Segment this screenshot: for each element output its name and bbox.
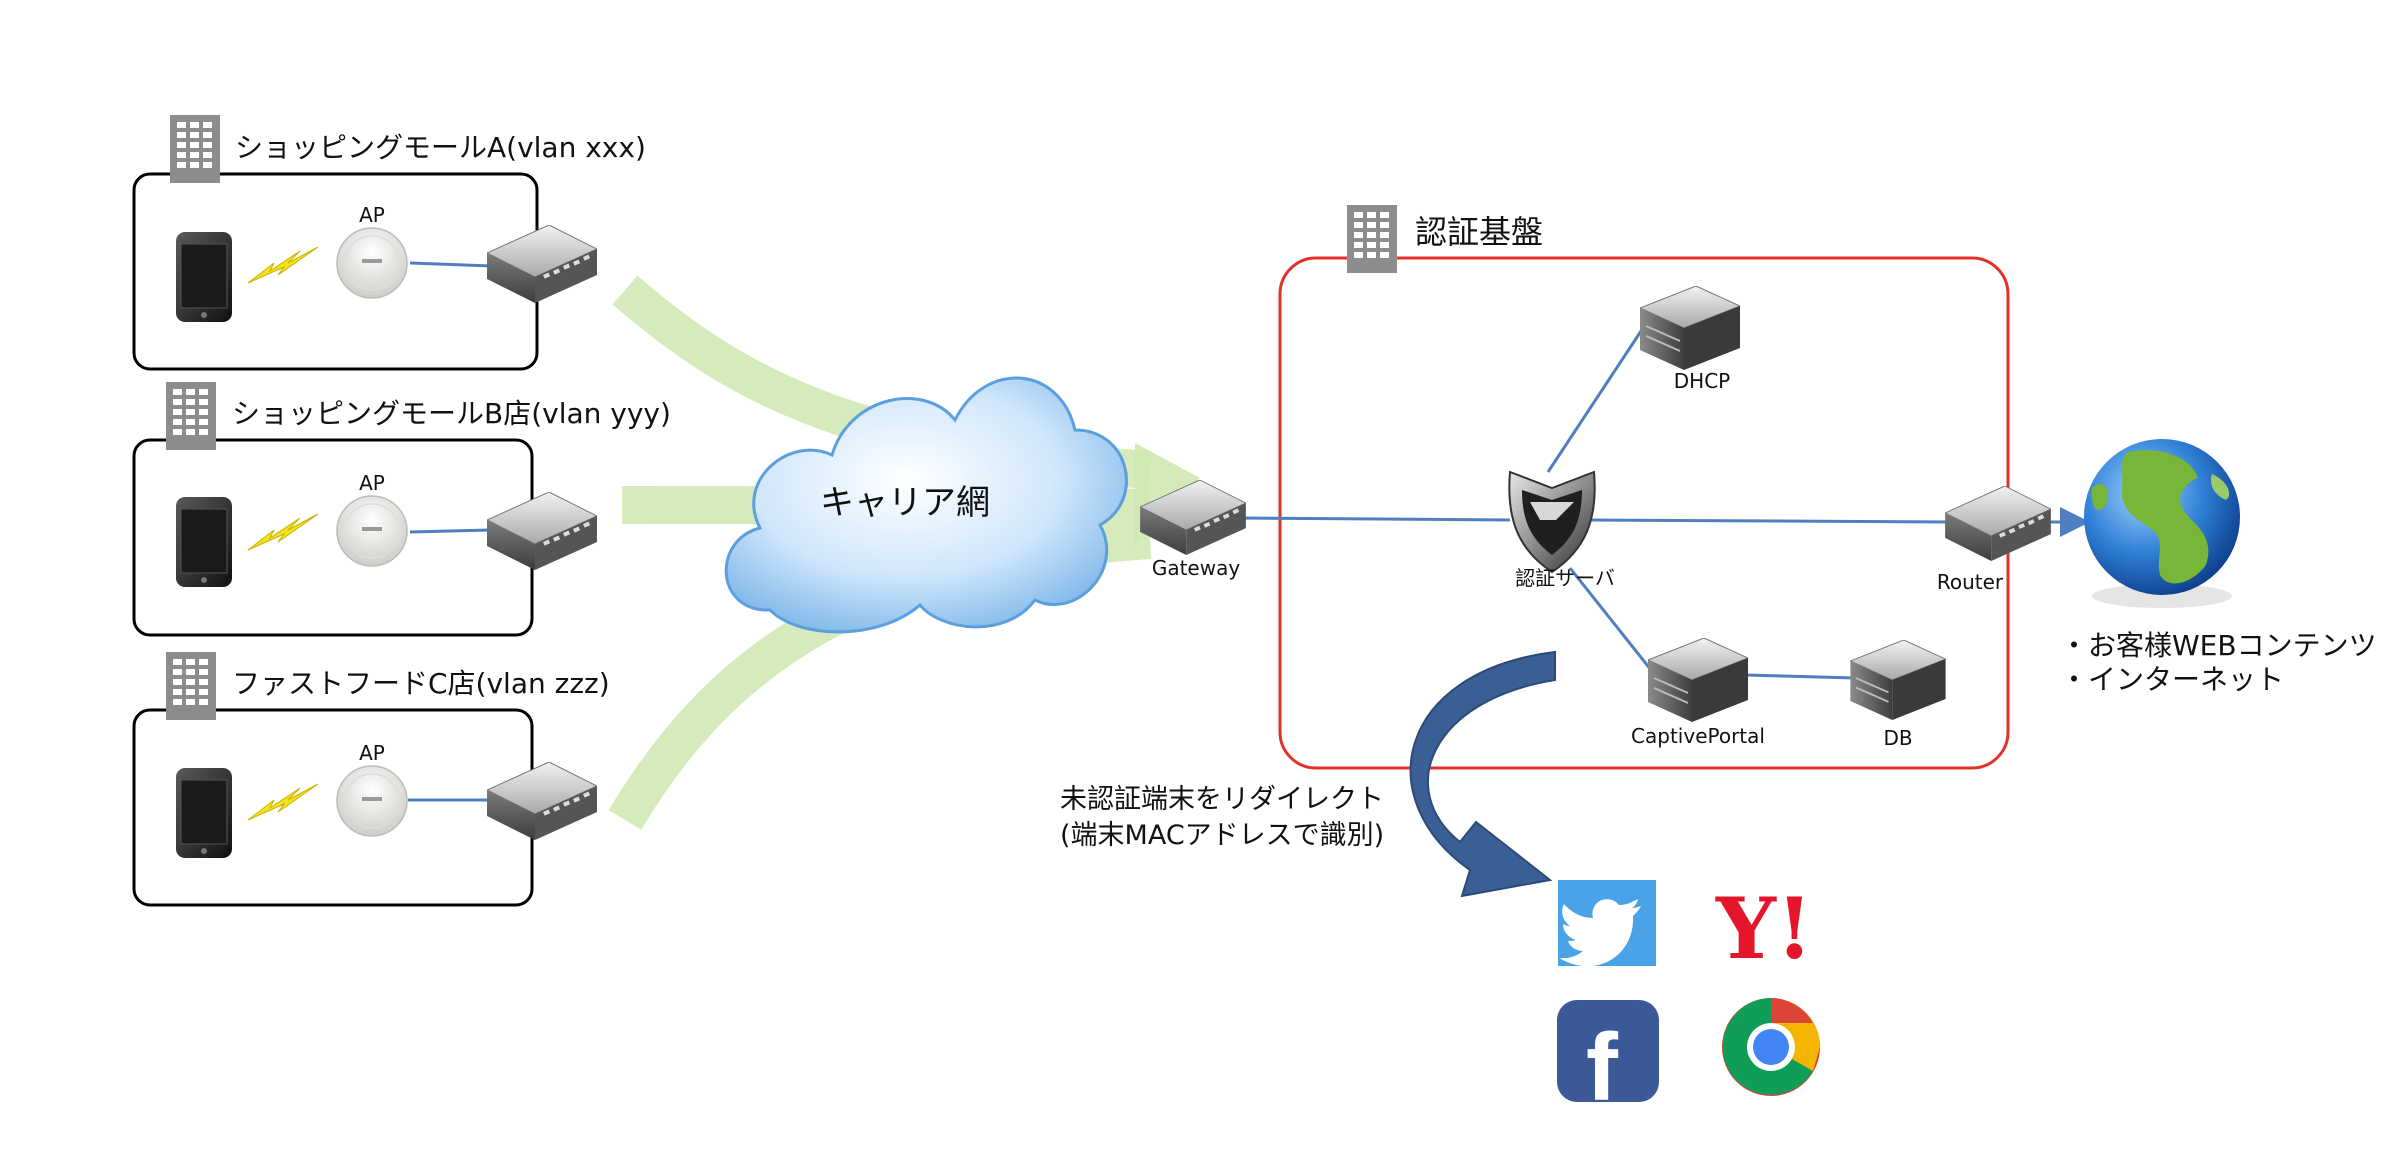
- cloud-label: キャリア網: [820, 483, 990, 523]
- access-point-icon: [336, 227, 408, 299]
- site-a-title: ショッピングモールA(vlan xxx): [235, 131, 646, 164]
- captive-portal-label: CaptivePortal: [1631, 724, 1765, 748]
- access-point-icon: [336, 495, 408, 567]
- wireless-bolt-icon: [248, 783, 318, 821]
- access-point-icon: [336, 765, 408, 837]
- site-a-ap-label: AP: [359, 203, 385, 227]
- link-ap-switch-b: [409, 528, 491, 534]
- building-icon: [1347, 205, 1397, 273]
- link-auth-dhcp: [1546, 324, 1647, 473]
- site-b-title: ショッピングモールB店(vlan yyy): [232, 397, 671, 430]
- site-b-ap-label: AP: [359, 471, 385, 495]
- redirect-note-line-2: (端末MACアドレスで識別): [1060, 820, 1385, 851]
- redirect-note-line-1: 未認証端末をリダイレクト: [1060, 784, 1384, 815]
- auth-server-shield-icon: [1508, 470, 1596, 574]
- switch-icon: [487, 225, 597, 303]
- captive-portal-server-icon: [1648, 638, 1748, 722]
- building-icon: [166, 652, 216, 720]
- link-auth-captive: [1568, 567, 1657, 676]
- carrier-cloud: [724, 376, 1128, 634]
- router-label: Router: [1936, 570, 2004, 594]
- svg-text:Y!: Y!: [1715, 879, 1813, 978]
- wireless-bolt-icon: [248, 513, 318, 551]
- yahoo-icon: Y!: [1715, 879, 1813, 978]
- facebook-icon: f: [1557, 1000, 1659, 1121]
- twitter-icon: [1558, 880, 1656, 967]
- smartphone-icon: [176, 768, 232, 858]
- dhcp-server-icon: [1640, 286, 1740, 370]
- site-c-title: ファストフードC店(vlan zzz): [232, 667, 610, 700]
- link-captive-db: [1744, 673, 1856, 680]
- db-label: DB: [1883, 726, 1913, 750]
- chrome-icon: [1722, 998, 1820, 1096]
- site-c-ap-label: AP: [359, 741, 385, 765]
- internet-note-line-2: ・インターネット: [2060, 663, 2285, 696]
- auth-platform-title: 認証基盤: [1415, 213, 1544, 251]
- db-server-icon: [1850, 640, 1946, 720]
- switch-icon: [487, 492, 597, 570]
- dhcp-label: DHCP: [1673, 369, 1731, 393]
- svg-text:f: f: [1586, 1014, 1619, 1121]
- smartphone-icon: [176, 232, 232, 322]
- router-switch-icon: [1945, 486, 2051, 561]
- smartphone-icon: [176, 497, 232, 587]
- auth-server-label: 認証サーバ: [1515, 566, 1615, 590]
- gateway-label: Gateway: [1151, 556, 1241, 580]
- redirect-arrow-icon: [1409, 650, 1556, 898]
- link-auth-router: [1589, 518, 1951, 524]
- link-ap-switch-a: [409, 261, 493, 268]
- wireless-bolt-icon: [248, 246, 318, 284]
- link-gateway-auth: [1239, 516, 1511, 522]
- globe-icon: [2084, 439, 2240, 608]
- internet-note-line-1: ・お客様WEBコンテンツ: [2060, 629, 2377, 662]
- building-icon: [166, 382, 216, 450]
- building-icon: [170, 115, 220, 183]
- switch-icon: [487, 762, 597, 840]
